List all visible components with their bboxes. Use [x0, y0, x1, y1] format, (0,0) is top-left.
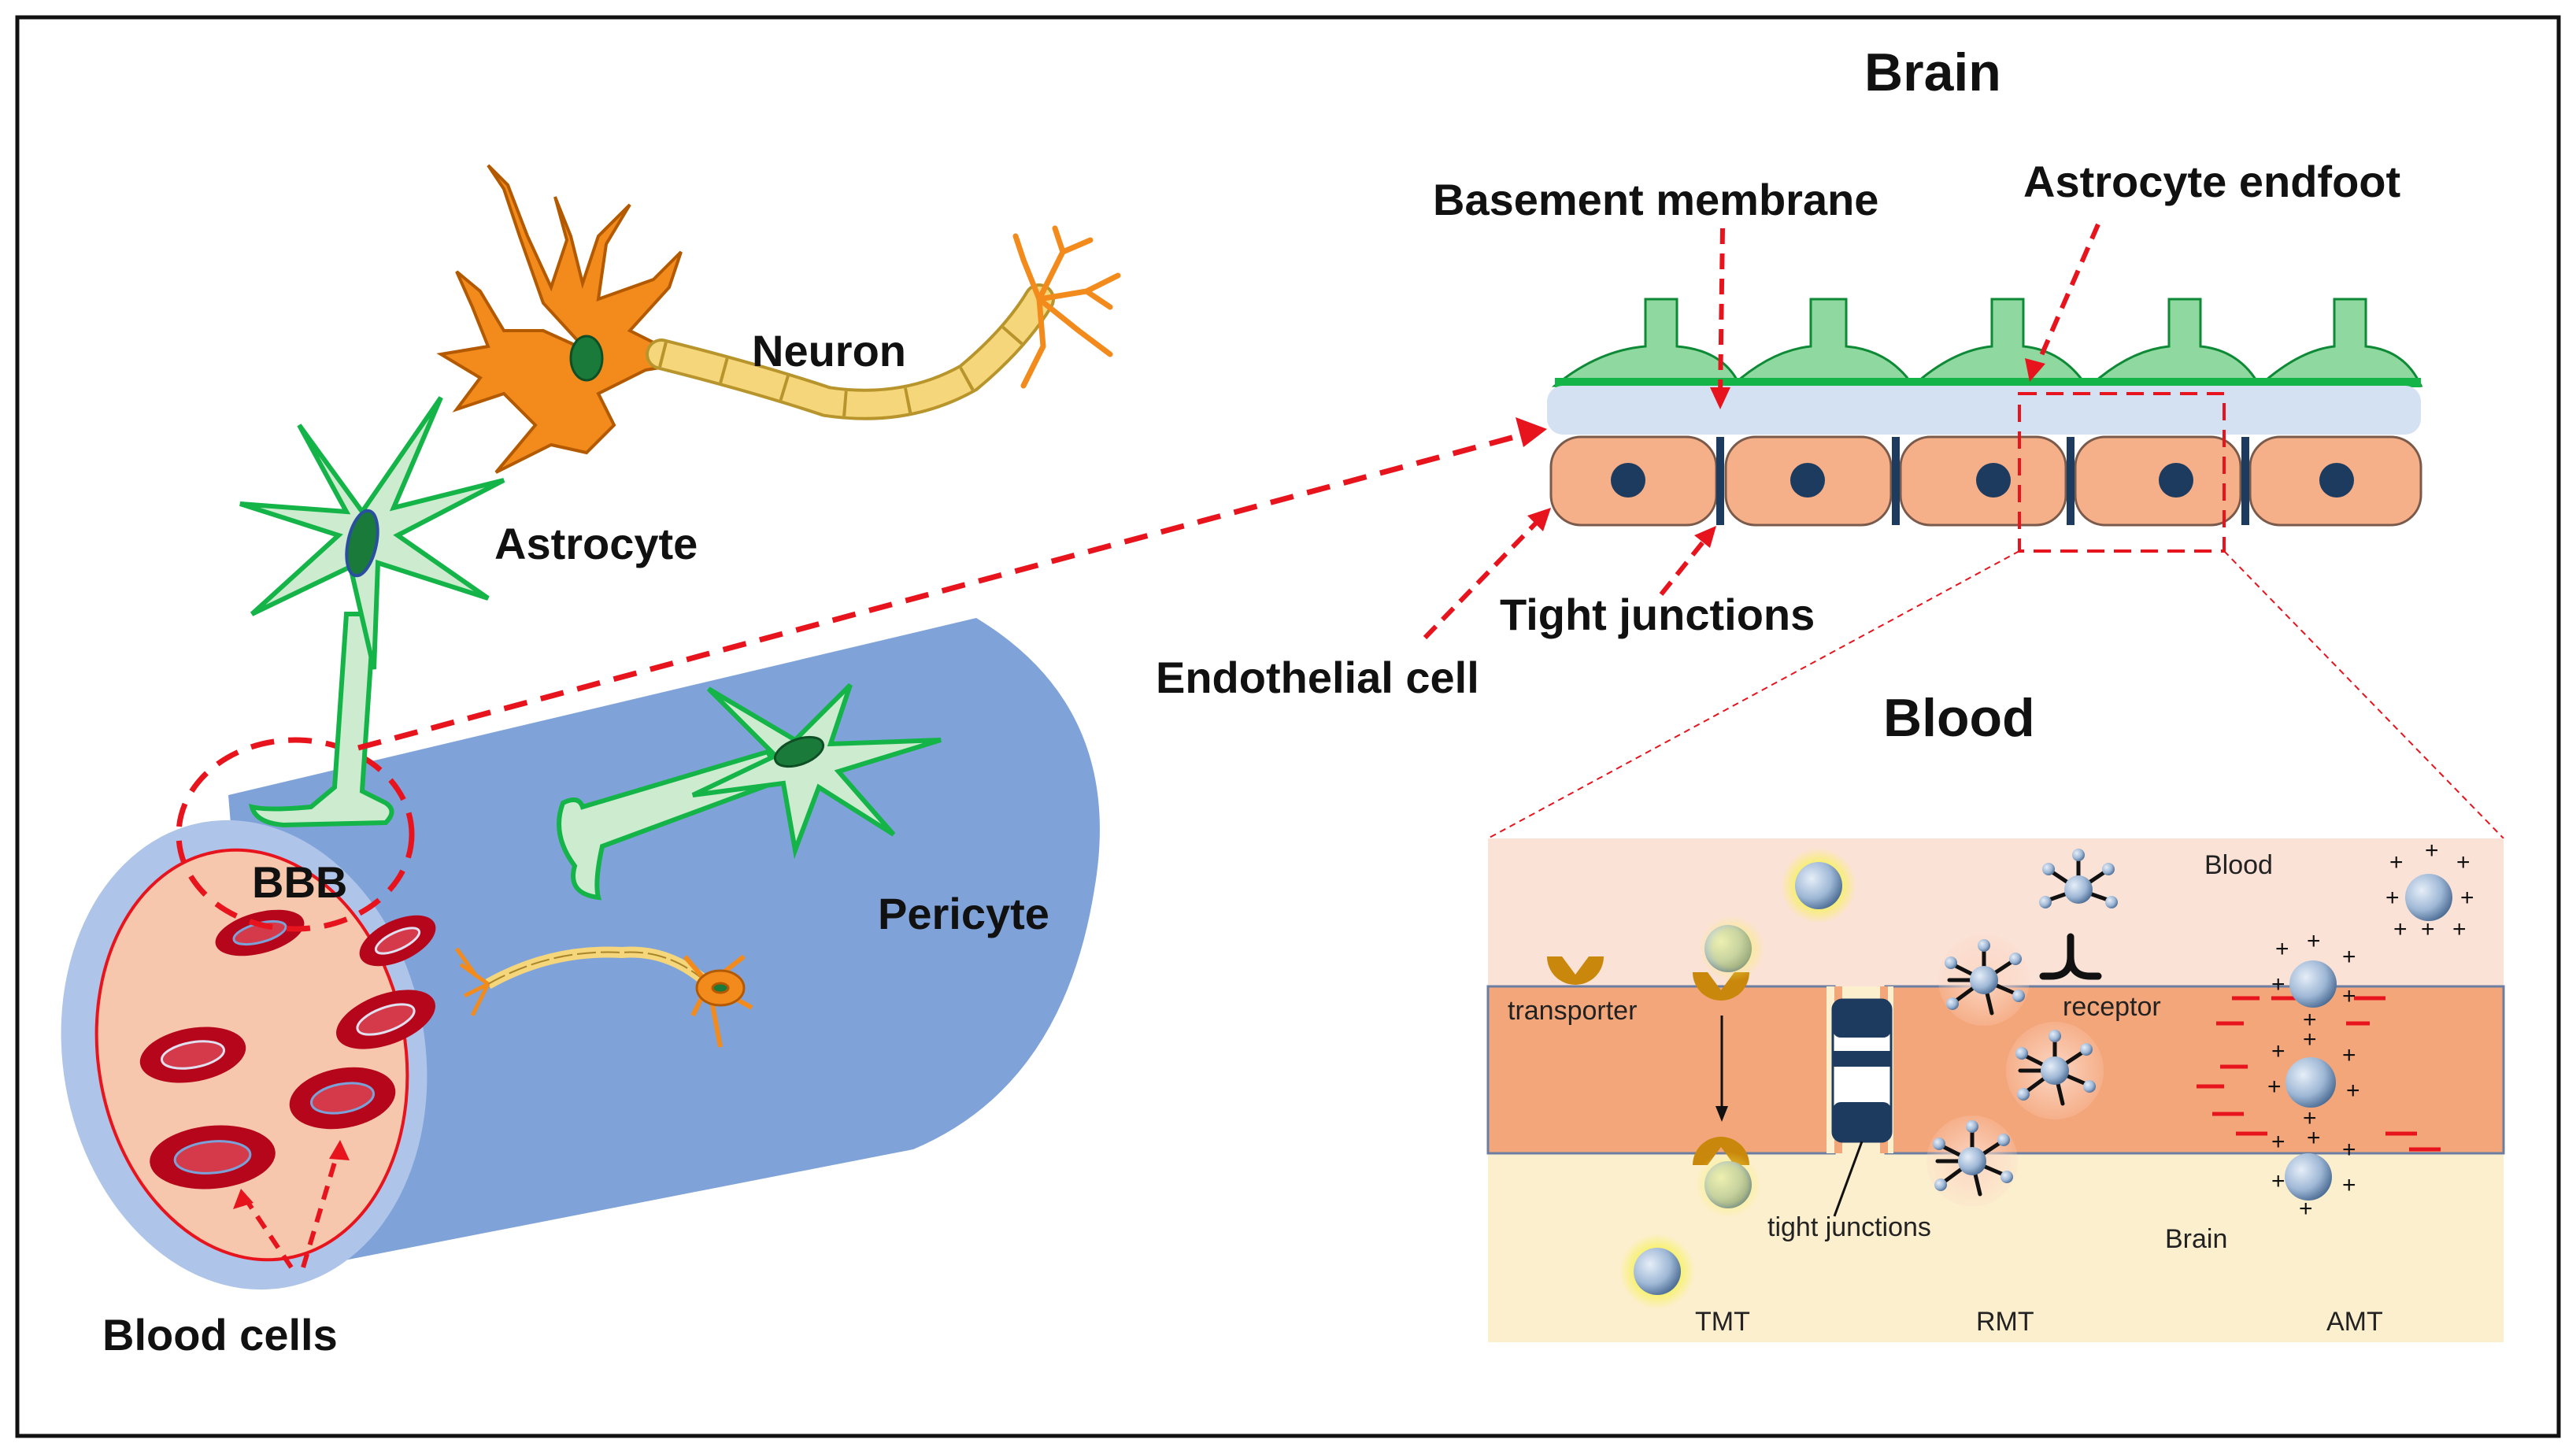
endothelial-cells [1549, 435, 2422, 527]
svg-text:+: + [2271, 1038, 2285, 1064]
svg-text:+: + [2342, 1137, 2356, 1163]
svg-text:+: + [2421, 916, 2435, 942]
brain-title: Brain [1864, 43, 2001, 102]
inset-membrane [1486, 985, 1836, 1155]
small-neuron [454, 946, 753, 1048]
svg-text:+: + [2307, 928, 2321, 954]
blood-cells-label: Blood cells [102, 1310, 338, 1360]
svg-text:+: + [2342, 1172, 2356, 1198]
receptor-label: receptor [2063, 992, 2161, 1022]
zoom-line-right [2223, 550, 2504, 839]
zoom-arrow [357, 428, 1536, 751]
svg-text:+: + [2271, 1168, 2285, 1194]
svg-text:+: + [2342, 944, 2356, 970]
bbb-label: BBB [252, 857, 347, 907]
neuron-cell [436, 164, 1121, 474]
tight-junction-channel [1831, 998, 1893, 1217]
svg-text:+: + [2385, 885, 2400, 911]
tmt-label: TMT [1695, 1307, 1750, 1337]
blood-cell [139, 1027, 246, 1083]
blood-cells-arrows [242, 1149, 341, 1269]
tight-junction-marks [1716, 437, 2249, 525]
svg-text:+: + [2267, 1074, 2282, 1100]
astrocyte-cell [239, 396, 505, 828]
svg-text:+: + [2393, 916, 2408, 942]
endothelial-cell-label: Endothelial cell [1156, 653, 1479, 702]
inset-brain-label: Brain [2165, 1224, 2227, 1254]
blood-cell [359, 915, 436, 967]
astrocyte-endfeet [1551, 298, 2423, 387]
zoom-box [2018, 392, 2226, 553]
astrocyte-label: Astrocyte [494, 519, 698, 568]
endfoot-base [1555, 378, 2421, 387]
pericyte-cell [557, 683, 942, 901]
rmt-label: RMT [1976, 1307, 2034, 1337]
pointer-arrowheads [1527, 358, 2045, 548]
neuron-label: Neuron [752, 326, 906, 376]
blood-cell [336, 990, 435, 1049]
basement-membrane-label: Basement membrane [1433, 175, 1878, 224]
svg-text:+: + [2303, 1027, 2317, 1053]
zoom-line-left [1487, 550, 2020, 839]
basement-membrane [1547, 386, 2421, 435]
svg-text:+: + [2303, 1105, 2317, 1131]
tight-junctions-label: Tight junctions [1500, 590, 1815, 639]
bbb-highlight-circle [176, 737, 415, 932]
inset-blood-label: Blood [2204, 850, 2273, 880]
svg-text:+: + [2456, 849, 2471, 875]
figure-frame [15, 15, 2561, 1438]
svg-text:+: + [2307, 1125, 2321, 1151]
svg-text:+: + [2303, 1007, 2317, 1033]
tmt-transport [1547, 848, 1856, 1309]
pericyte-label: Pericyte [878, 889, 1049, 938]
svg-text:+: + [2271, 971, 2285, 997]
blood-cell [289, 1067, 396, 1130]
svg-text:+: + [2342, 1042, 2356, 1068]
blood-title: Blood [1883, 688, 2035, 748]
svg-text:+: + [2271, 1129, 2285, 1155]
blood-cell [150, 1125, 276, 1189]
blood-cell [215, 909, 305, 956]
svg-text:+: + [2346, 1078, 2360, 1104]
astrocyte-endfoot-label: Astrocyte endfoot [2023, 157, 2400, 206]
rmt-transport [1926, 849, 2118, 1207]
svg-text:+: + [2275, 936, 2289, 962]
svg-text:+: + [2389, 849, 2404, 875]
pointer-arrows [1423, 223, 2100, 640]
blood-vessel [61, 618, 1100, 1290]
svg-text:+: + [2425, 838, 2439, 864]
amt-transport: ++++++ ++++++ ++++++ ++++++++ [2197, 838, 2474, 1222]
svg-text:+: + [2452, 916, 2467, 942]
amt-label: AMT [2326, 1307, 2383, 1337]
transporter-label: transporter [1508, 996, 1637, 1026]
inset-tight-junctions-label: tight junctions [1767, 1212, 1931, 1242]
svg-text:+: + [2460, 885, 2474, 911]
svg-text:+: + [2299, 1196, 2313, 1222]
svg-text:+: + [2342, 983, 2356, 1009]
blood-cells-group [139, 909, 436, 1189]
